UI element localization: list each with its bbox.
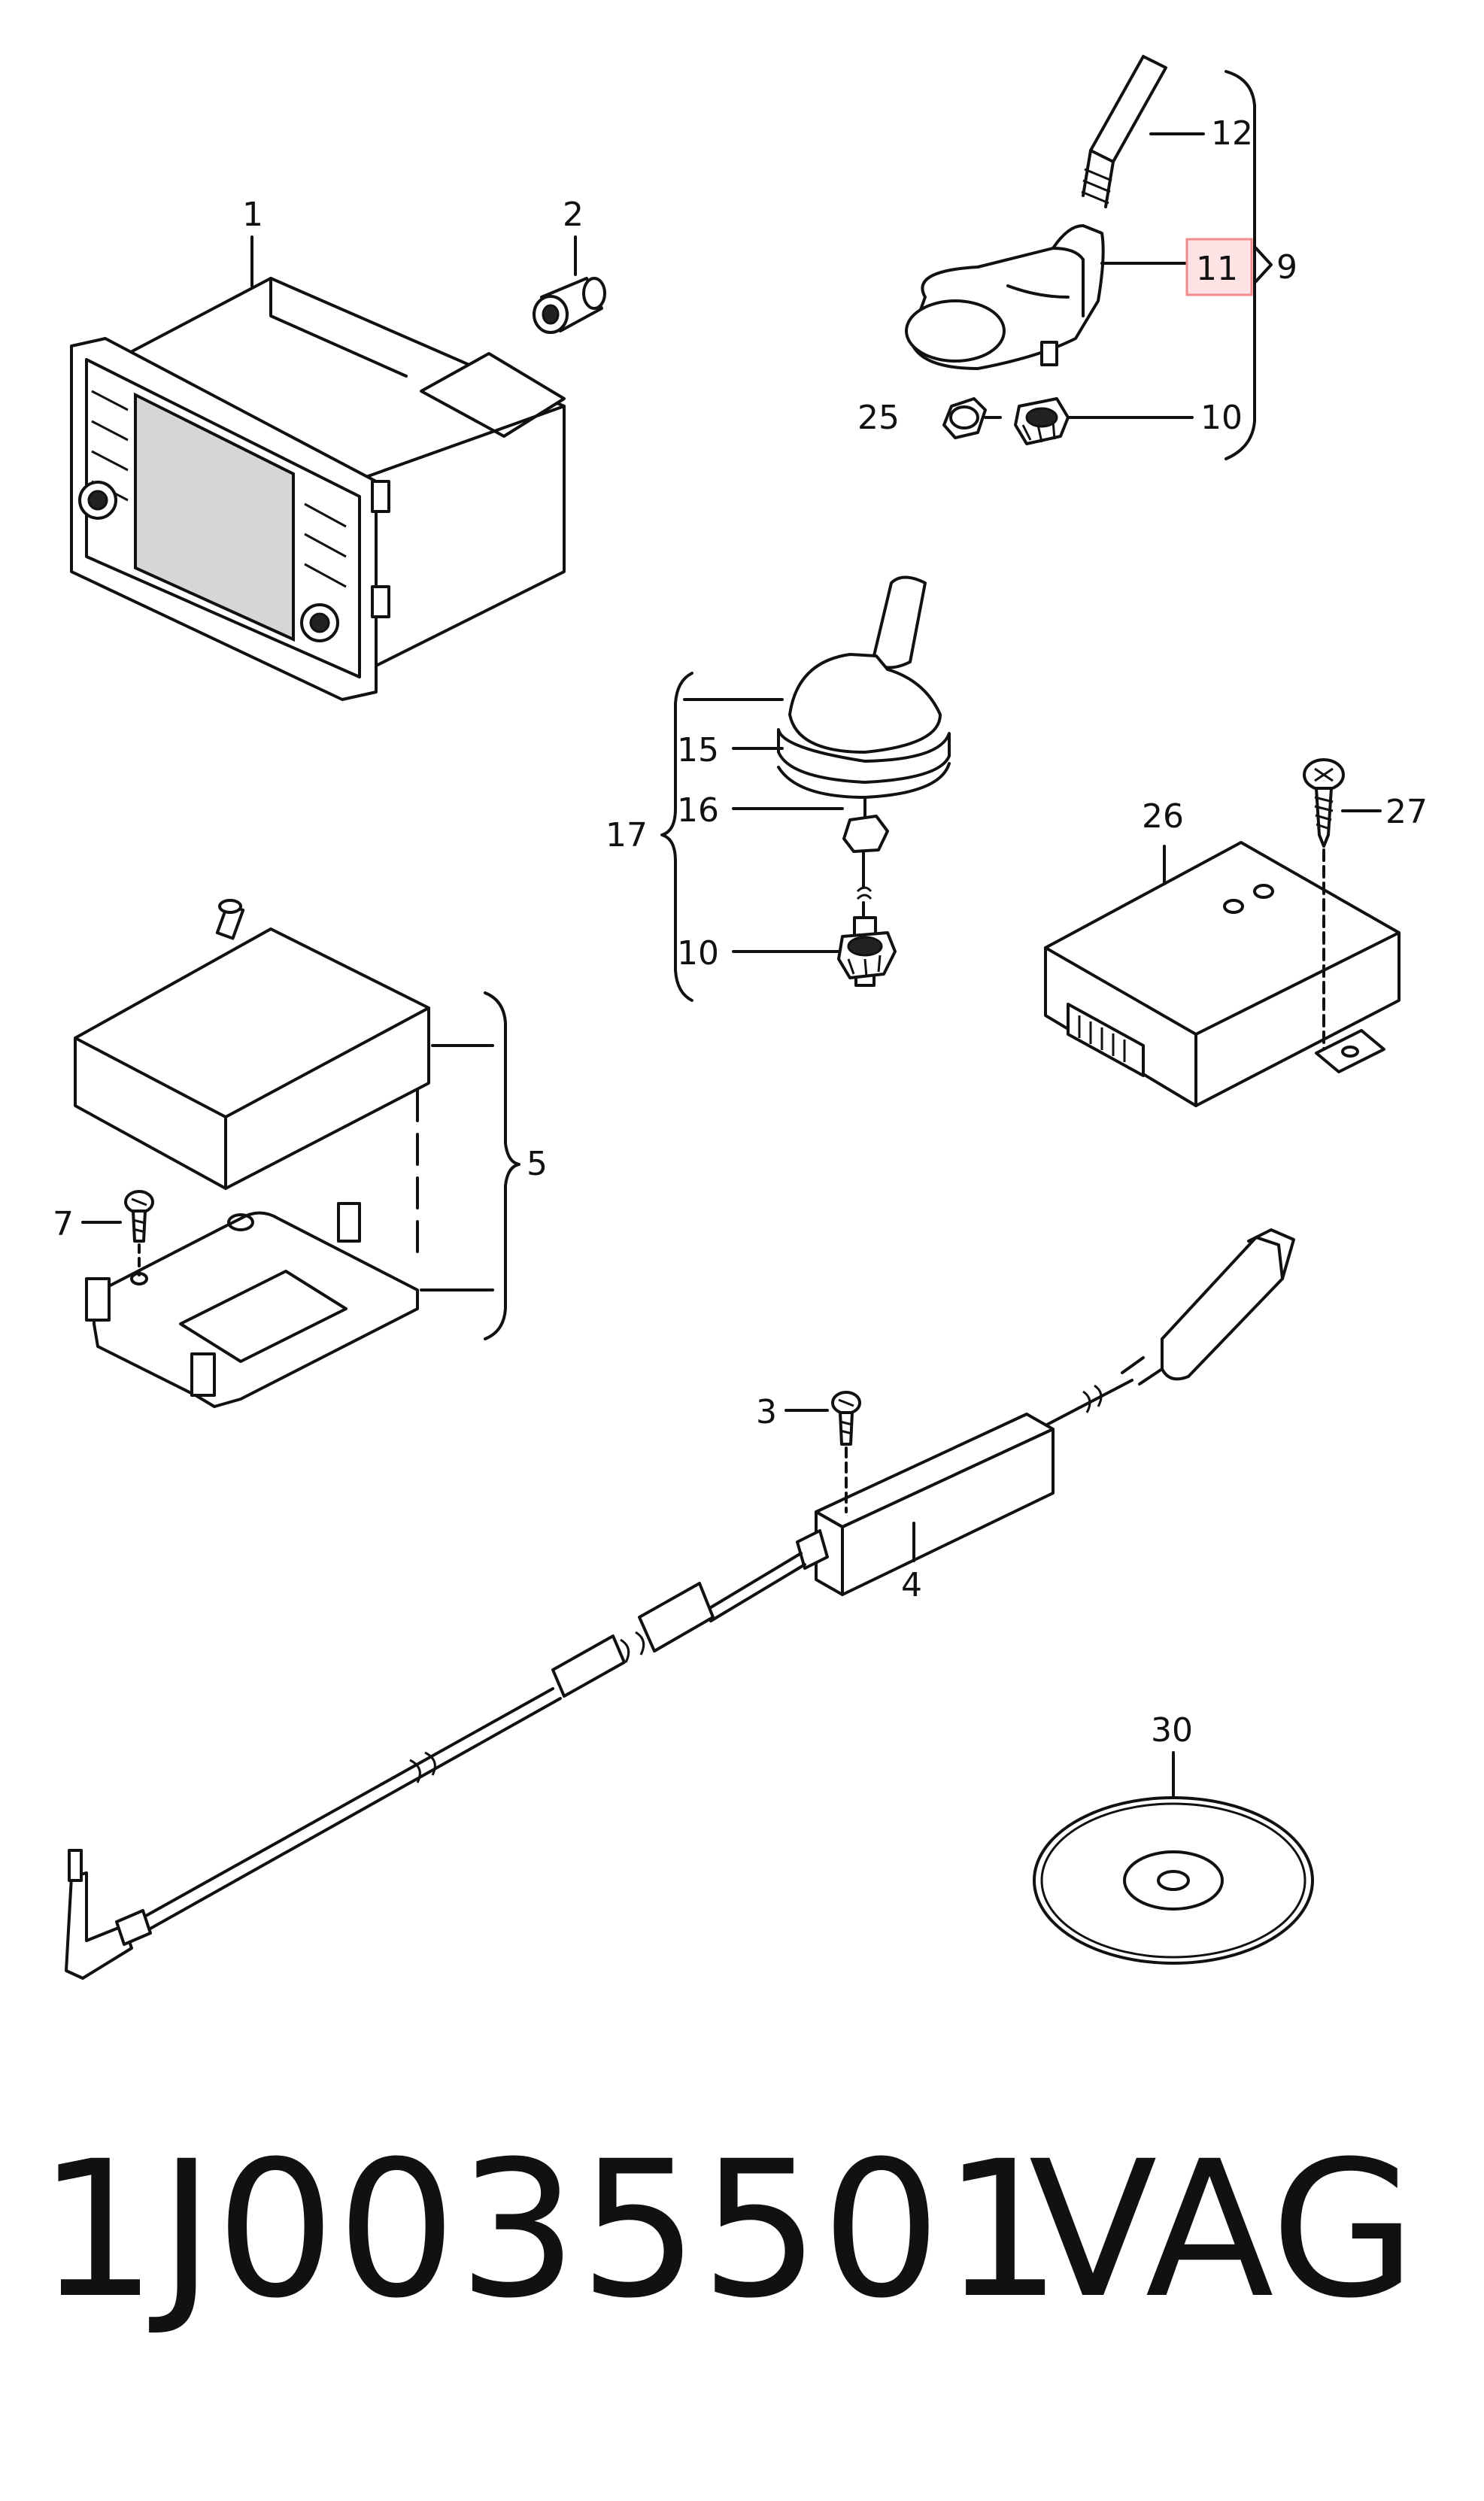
highlight-box-11 — [1185, 238, 1253, 296]
callout-15: 15 — [677, 731, 719, 769]
callout-12: 12 — [1211, 114, 1253, 153]
part-number: 1J0035501 — [38, 2120, 1064, 2339]
callout-11: 11 — [1196, 250, 1238, 288]
radio-navigation-unit — [70, 277, 566, 701]
screw-3 — [831, 1391, 861, 1513]
module-with-bracket — [74, 899, 430, 1408]
callout-25: 25 — [857, 399, 900, 437]
antenna-kit — [777, 575, 951, 987]
roof-antenna-assembly — [905, 55, 1167, 445]
callout-16: 16 — [677, 791, 719, 830]
callout-4: 4 — [901, 1566, 922, 1604]
self-tapping-screw — [1303, 758, 1345, 1051]
bushing — [533, 277, 606, 334]
brand-label: VAG — [1028, 2120, 1416, 2339]
callout-10b: 10 — [677, 934, 719, 973]
callout-30: 30 — [1151, 1711, 1193, 1750]
callout-17: 17 — [605, 816, 648, 854]
callout-26: 26 — [1142, 797, 1184, 836]
callout-9: 9 — [1276, 248, 1297, 287]
control-module — [1044, 841, 1401, 1107]
antenna-cable — [65, 1228, 1295, 1980]
callout-5: 5 — [527, 1145, 548, 1183]
callout-10: 10 — [1200, 399, 1243, 437]
callout-2: 2 — [563, 196, 584, 234]
parts-diagram: 1 2 12 11 9 2 — [53, 55, 1428, 1980]
callout-3: 3 — [756, 1393, 777, 1431]
callout-27: 27 — [1385, 793, 1428, 831]
callout-1: 1 — [242, 196, 263, 234]
footer: 1J0035501 VAG — [0, 2136, 1484, 2422]
screw-7 — [124, 1190, 154, 1276]
callout-7: 7 — [53, 1205, 74, 1243]
navigation-cd — [1033, 1796, 1314, 1965]
